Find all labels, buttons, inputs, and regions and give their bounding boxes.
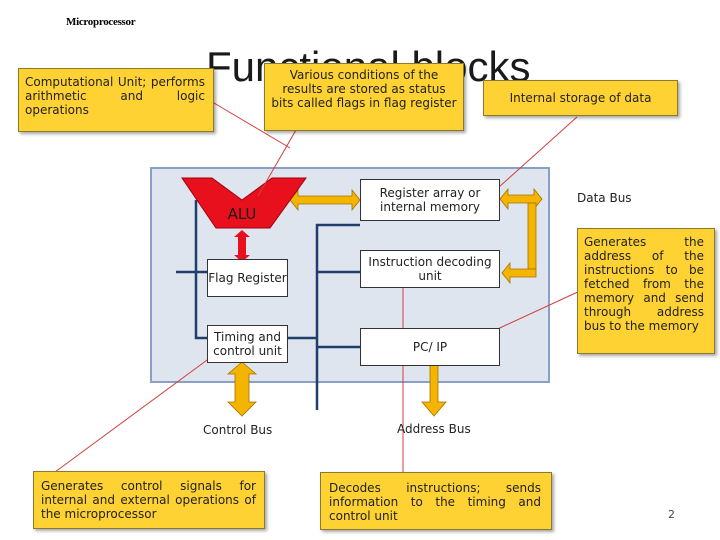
address-gen-note: Generates the address of the instruction… — [577, 228, 715, 354]
alu-register-arrow — [289, 188, 361, 212]
pc-ip-box: PC/ IP — [360, 328, 500, 366]
address-bus-arrow — [421, 364, 447, 417]
flag-register-box: Flag Register — [207, 259, 288, 297]
pc-ip-label: PC/ IP — [412, 340, 448, 354]
instruction-decoding-label: Instruction decoding unit — [368, 255, 492, 283]
alu-label: ALU — [227, 205, 257, 223]
data-bus-label: Data Bus — [577, 191, 632, 205]
decodes-note: Decodes instructions; sends information … — [320, 472, 552, 530]
timing-control-label: Timing and control unit — [213, 330, 282, 358]
computational-pointer — [213, 102, 291, 149]
slide-header: Microprocessor — [66, 16, 136, 28]
databus-down-shaft — [527, 202, 537, 270]
alu-left-wire — [194, 200, 208, 340]
internal-storage-note: Internal storage of data — [483, 80, 678, 116]
pointer-lines — [54, 102, 583, 473]
instruction-decoding-box: Instruction decoding unit — [360, 250, 500, 288]
flags-note: Various conditions of the results are st… — [264, 63, 464, 131]
control-gen-pointer — [54, 351, 219, 473]
control-gen-note: Generates control signals for internal a… — [33, 471, 265, 529]
slide-number: 2 — [668, 508, 675, 521]
control-bus-arrow — [226, 361, 258, 417]
control-bus-label: Control Bus — [203, 423, 273, 437]
computational-note: Computational Unit; performs arithmetic … — [18, 68, 214, 132]
alu-shape — [181, 177, 307, 229]
alu-flag-arrow — [234, 230, 250, 262]
bus-arrows — [226, 187, 543, 417]
register-databus-arrow — [499, 187, 543, 211]
address-bus-label: Address Bus — [397, 422, 471, 436]
register-array-box: Register array or internal memory — [360, 179, 500, 221]
register-array-label: Register array or internal memory — [379, 186, 481, 214]
internal-data-wire — [315, 223, 360, 410]
flags-pointer — [257, 129, 297, 197]
internal-wiring — [176, 200, 360, 410]
storage-pointer — [498, 116, 578, 188]
decoder-arrow — [501, 261, 537, 285]
timing-control-box: Timing and control unit — [207, 325, 288, 363]
flag-register-label: Flag Register — [208, 271, 287, 285]
